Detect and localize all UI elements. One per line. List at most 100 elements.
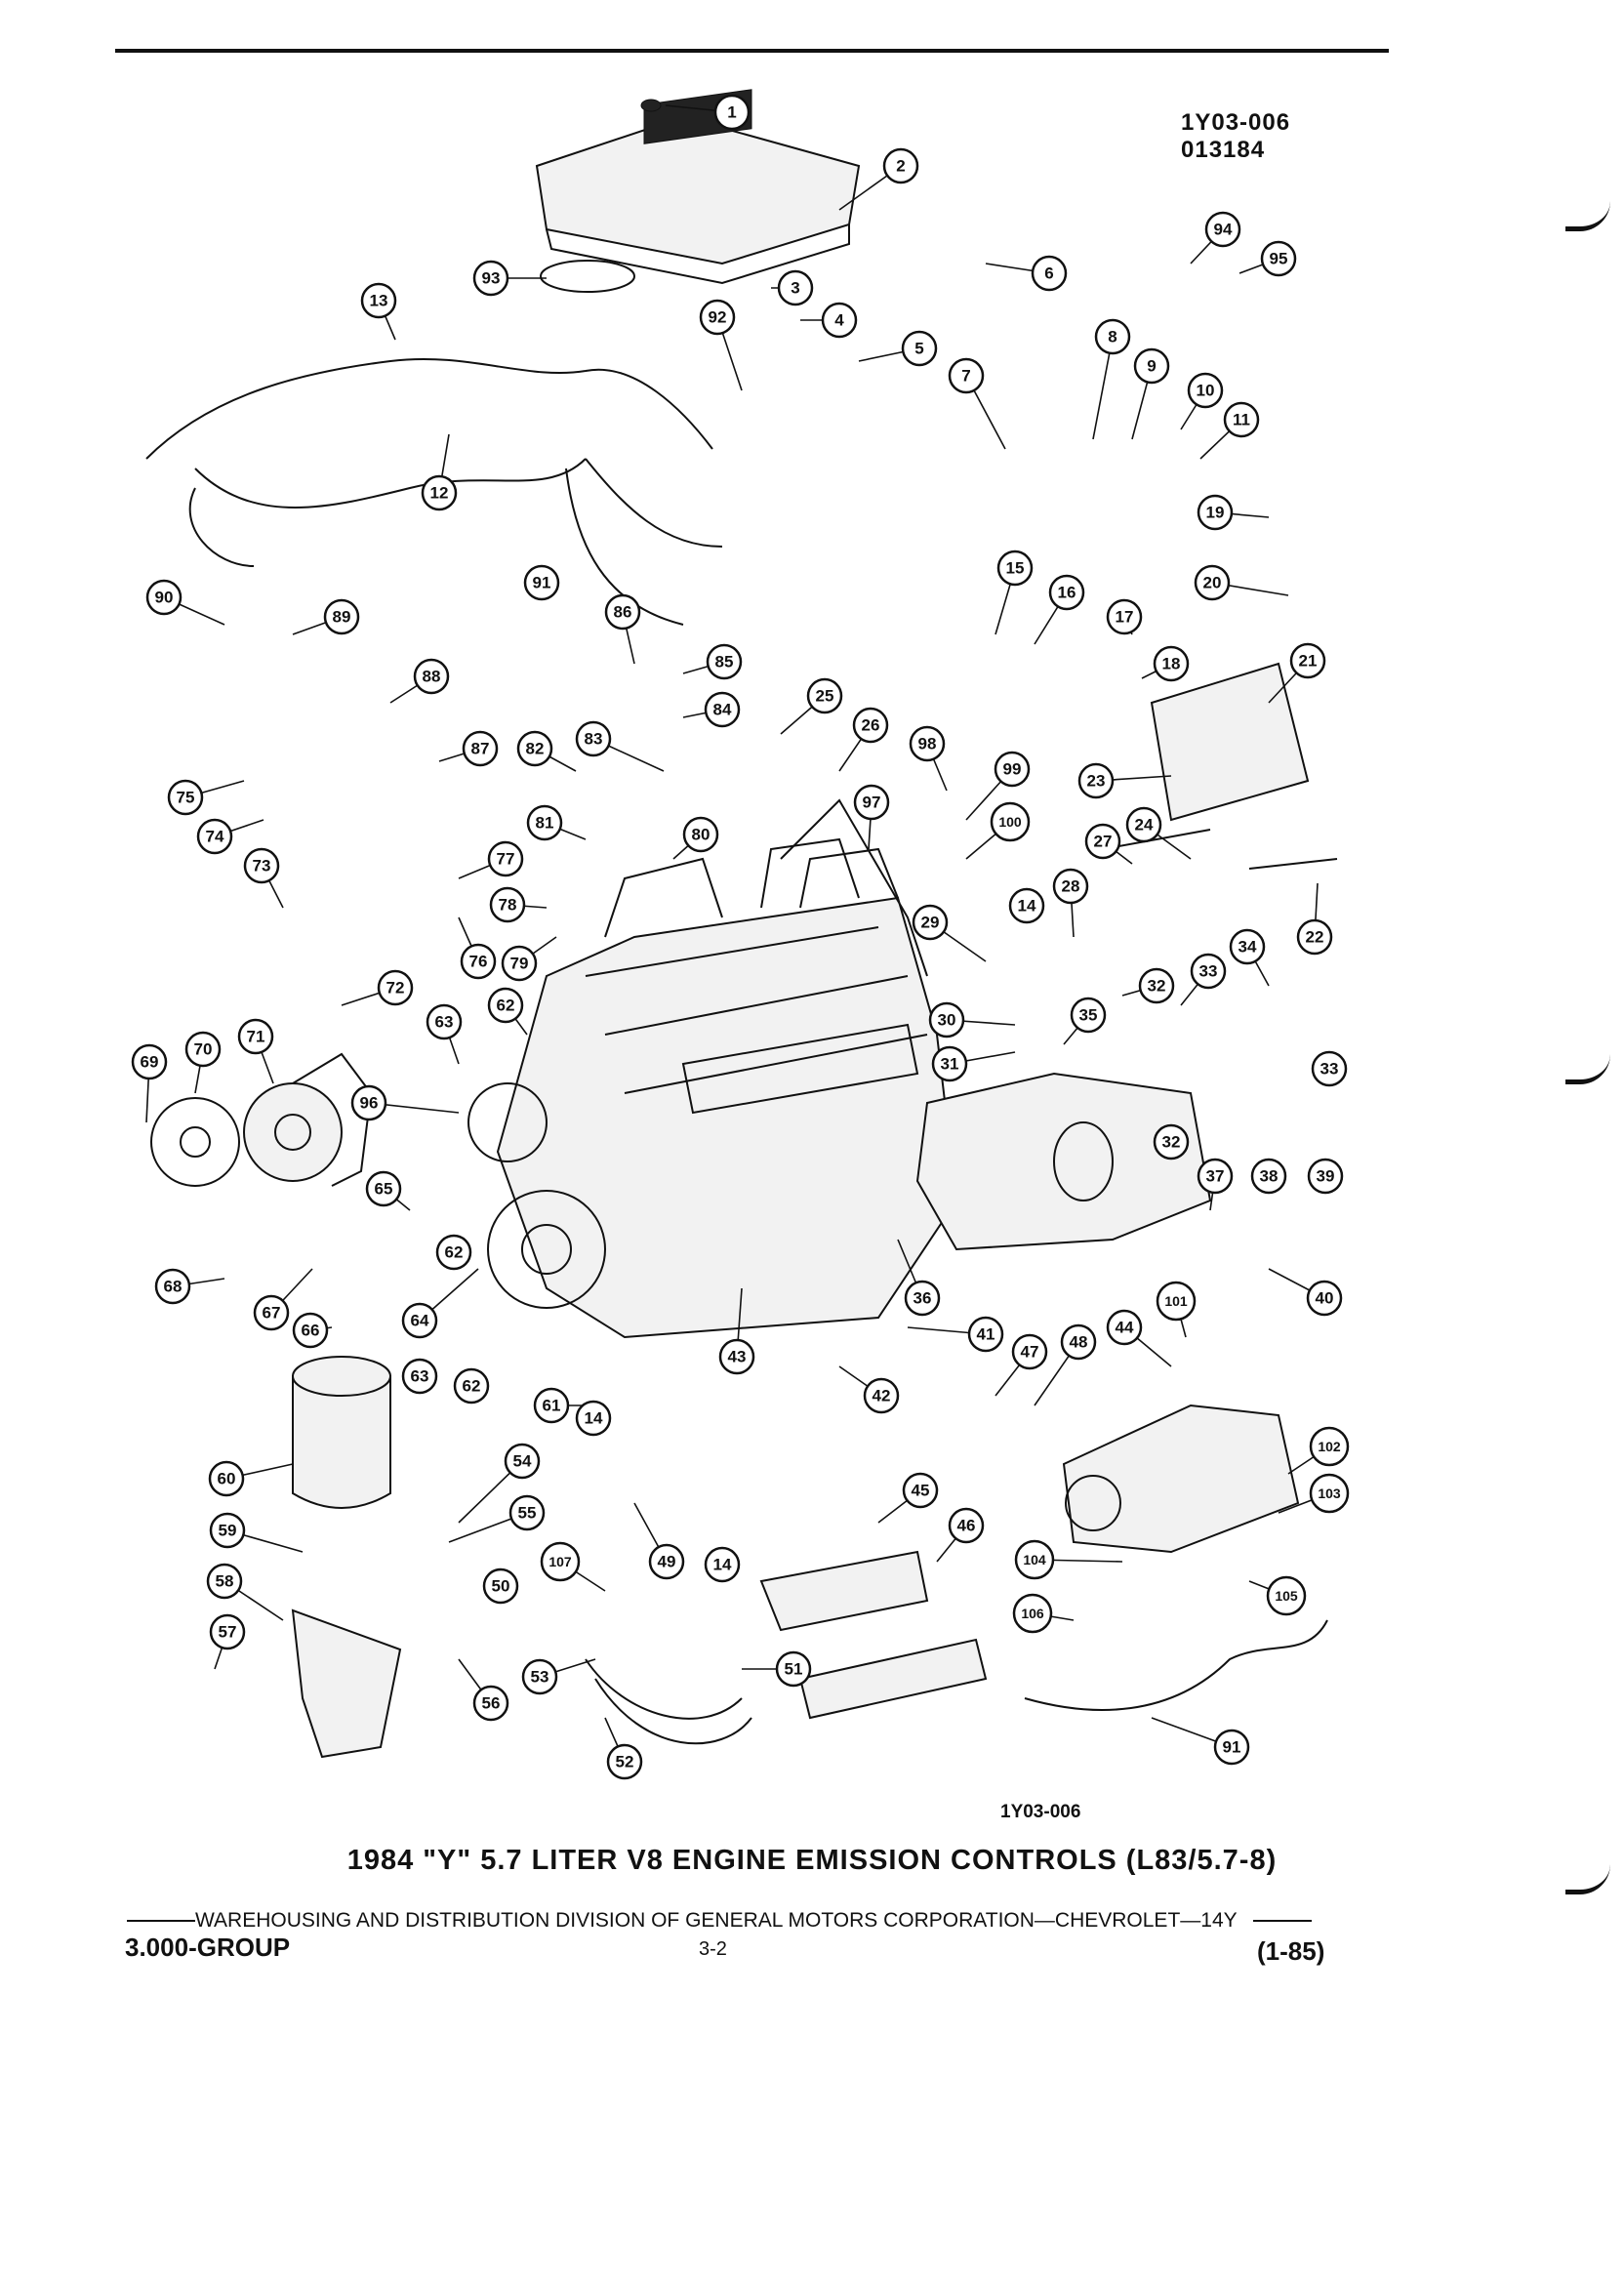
callout-46: 46 [948,1507,985,1544]
callout-95: 95 [1260,240,1297,277]
callout-77: 77 [487,840,524,877]
callout-53: 53 [521,1658,558,1695]
wiring-harness-drawing [145,357,723,626]
callout-label: 71 [247,1028,265,1046]
callout-89: 89 [323,598,360,635]
callout-4: 4 [821,302,858,339]
callout-15: 15 [996,550,1034,587]
callout-67: 67 [253,1294,290,1331]
callout-12: 12 [421,474,458,511]
callout-36: 36 [904,1280,941,1317]
callout-label: 32 [1162,1133,1181,1152]
callout-29: 29 [912,904,949,941]
callout-48: 48 [1060,1323,1097,1361]
callout-label: 87 [471,740,490,758]
callout-label: 84 [713,701,732,719]
callout-17: 17 [1106,598,1143,635]
callout-label: 97 [863,794,881,812]
callout-91: 91 [523,564,560,601]
callout-19: 19 [1197,494,1234,531]
callout-label: 63 [435,1013,454,1032]
callout-label: 24 [1135,816,1154,835]
callout-label: 44 [1116,1319,1134,1337]
callout-label: 33 [1320,1060,1339,1079]
callout-label: 65 [375,1180,393,1199]
callout-label: 5 [914,340,923,358]
callout-label: 60 [218,1470,236,1488]
callout-8: 8 [1094,318,1131,355]
callout-44: 44 [1106,1309,1143,1346]
callout-label: 78 [499,896,517,915]
callout-label: 66 [302,1322,320,1340]
callout-3: 3 [777,269,814,306]
callout-label: 105 [1275,1588,1298,1604]
callout-25: 25 [806,677,843,714]
callout-90: 90 [145,579,183,616]
callout-label: 80 [692,826,710,844]
callout-49: 49 [648,1543,685,1580]
callout-label: 53 [531,1668,549,1687]
callout-label: 56 [482,1694,501,1713]
callout-label: 100 [998,814,1022,830]
callout-68: 68 [154,1268,191,1305]
callout-81: 81 [526,804,563,841]
exploded-parts-diagram: 1234567891011121314151617181920212223242… [131,89,1350,1780]
callout-label: 14 [1018,897,1036,916]
callout-11: 11 [1223,401,1260,438]
callout-label: 62 [463,1377,481,1396]
callout-label: 16 [1058,584,1076,602]
callout-45: 45 [902,1472,939,1509]
callout-70: 70 [184,1031,222,1068]
callout-31: 31 [931,1045,968,1082]
callout-label: 27 [1094,833,1113,851]
callout-51: 51 [775,1650,812,1688]
callout-2: 2 [882,147,919,184]
callout-label: 4 [834,311,844,330]
callout-label: 47 [1021,1343,1039,1362]
footer-rule-right [1252,1920,1312,1922]
callout-label: 39 [1317,1167,1335,1186]
callout-62: 62 [453,1367,490,1405]
callout-label: 55 [518,1504,537,1523]
callout-54: 54 [504,1443,541,1480]
callout-82: 82 [516,730,553,767]
callout-9: 9 [1133,347,1170,385]
heat-shield-drawing [291,1608,402,1759]
callout-84: 84 [704,691,741,728]
callout-label: 92 [709,308,727,327]
callout-label: 33 [1199,962,1218,981]
callout-16: 16 [1048,574,1085,611]
figure-ref-code: 1Y03-006 [1181,109,1291,136]
callout-61: 61 [533,1387,570,1424]
callout-label: 72 [386,979,405,998]
callout-79: 79 [501,945,538,982]
callout-102: 102 [1309,1426,1350,1467]
callout-label: 107 [548,1554,572,1569]
callout-label: 54 [513,1452,532,1471]
callout-94: 94 [1204,211,1241,248]
callout-75: 75 [167,779,204,816]
callout-label: 31 [941,1055,959,1074]
callout-5: 5 [901,330,938,367]
callout-72: 72 [377,969,414,1006]
callout-label: 61 [543,1397,561,1415]
callout-label: 36 [914,1289,932,1308]
callout-label: 35 [1079,1006,1098,1025]
footer-page-number: 3-2 [699,1938,727,1960]
callout-label: 15 [1006,559,1025,578]
transmission-drawing [915,1072,1212,1251]
callout-23: 23 [1077,762,1115,799]
callout-104: 104 [1014,1539,1055,1580]
callout-label: 93 [482,269,501,288]
footer-rule-left [127,1920,195,1922]
callout-62: 62 [435,1234,472,1271]
callout-label: 18 [1162,655,1181,673]
callout-label: 104 [1023,1552,1046,1568]
callout-13: 13 [360,282,397,319]
callout-label: 20 [1203,574,1222,592]
callout-label: 102 [1318,1439,1341,1454]
callout-76: 76 [460,943,497,980]
callout-97: 97 [853,784,890,821]
callout-label: 75 [177,789,195,807]
callout-label: 67 [263,1304,281,1323]
